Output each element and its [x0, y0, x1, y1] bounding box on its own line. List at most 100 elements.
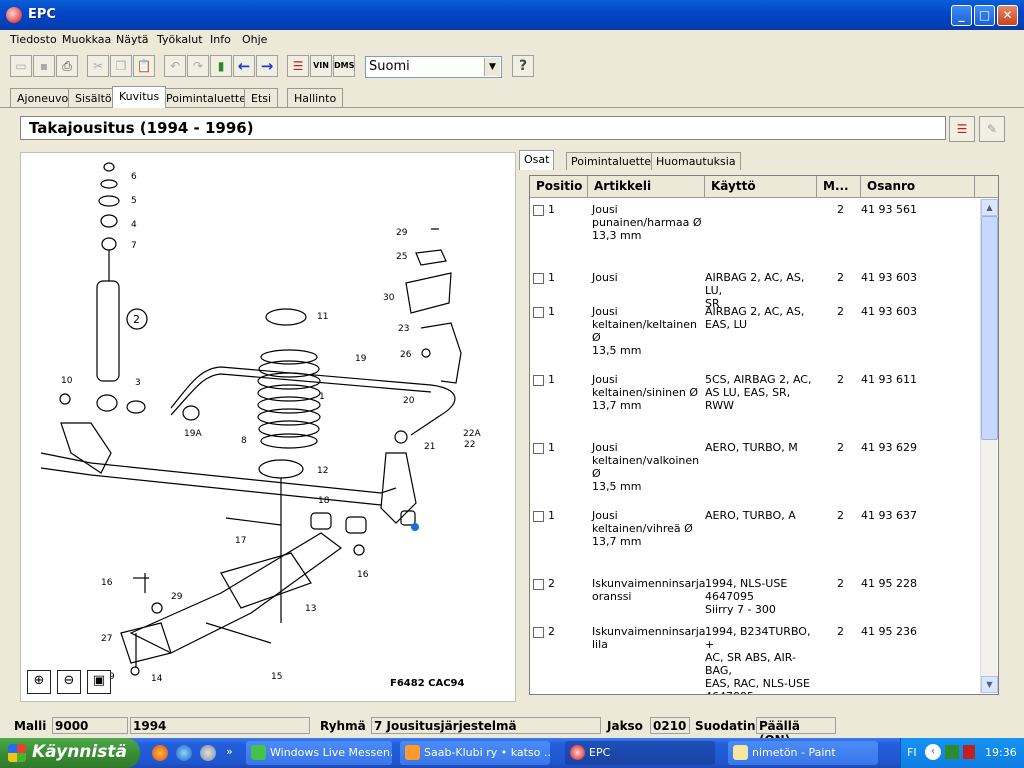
task-browser[interactable]: Saab-Klubi ry • katso ... — [400, 741, 550, 765]
start-button[interactable]: Käynnistä — [0, 738, 140, 768]
row-checkbox[interactable] — [533, 443, 544, 454]
row-checkbox[interactable] — [533, 307, 544, 318]
col-artikkeli[interactable]: Artikkeli — [588, 176, 705, 198]
level-icon[interactable]: ▮ — [210, 55, 232, 77]
firefox-icon[interactable] — [152, 745, 168, 761]
epc-app-icon — [6, 7, 22, 23]
cell-maara: 2 — [837, 441, 844, 454]
language-value: Suomi — [369, 59, 410, 74]
row-checkbox[interactable] — [533, 627, 544, 638]
help-button[interactable]: ? — [512, 55, 534, 77]
tab-sisalto[interactable]: Sisältö — [68, 88, 119, 108]
edit-note-icon[interactable]: ✎ — [979, 116, 1005, 142]
task-paint[interactable]: nimetön - Paint — [728, 741, 878, 765]
callout-5: 5 — [131, 196, 137, 206]
picklist-icon[interactable]: ☰ — [287, 55, 309, 77]
callout-30: 30 — [383, 293, 395, 303]
row-checkbox[interactable] — [533, 511, 544, 522]
callout-4: 4 — [131, 220, 137, 230]
zoom-out-icon[interactable]: ⊖ — [57, 670, 81, 694]
cell-maara: 2 — [837, 271, 844, 284]
vin-button[interactable]: VIN — [310, 55, 332, 77]
tray-language[interactable]: FI — [907, 746, 917, 759]
exploded-diagram[interactable]: 6 5 4 7 2 10 3 19A 8 1 11 29 25 30 23 26… — [20, 152, 516, 702]
scroll-down-icon[interactable]: ▼ — [981, 676, 998, 693]
redo-icon[interactable]: ↷ — [187, 55, 209, 77]
undo-icon[interactable]: ↶ — [164, 55, 186, 77]
callout-11: 11 — [317, 312, 328, 322]
suspension-drawing: 6 5 4 7 2 10 3 19A 8 1 11 29 25 30 23 26… — [40, 162, 481, 684]
add-to-picklist-icon[interactable]: ☰ — [949, 116, 975, 142]
system-tray: FI ‹ 19:36 — [900, 738, 1024, 768]
status-section: 0210 — [650, 717, 690, 734]
row-checkbox[interactable] — [533, 375, 544, 386]
task-epc[interactable]: EPC — [565, 741, 715, 765]
table-scrollbar[interactable]: ▲ ▼ — [980, 199, 998, 693]
quicklaunch-more-icon[interactable]: » — [226, 745, 233, 758]
zoom-in-icon[interactable]: ⊕ — [27, 670, 51, 694]
cell-artikkeli: Iskunvaimenninsarja lila — [592, 625, 706, 651]
tray-app-icon[interactable] — [945, 745, 959, 759]
row-checkbox[interactable] — [533, 579, 544, 590]
copy-icon[interactable]: ❐ — [110, 55, 132, 77]
forward-arrow-icon[interactable]: → — [256, 55, 278, 77]
col-kaytto[interactable]: Käyttö — [705, 176, 817, 198]
scroll-up-icon[interactable]: ▲ — [981, 199, 998, 216]
tab-huomautuksia[interactable]: Huomautuksia — [651, 152, 741, 170]
media-icon[interactable] — [200, 745, 216, 761]
tab-hallinto[interactable]: Hallinto — [287, 88, 344, 108]
menu-tiedosto[interactable]: Tiedosto — [10, 33, 57, 46]
language-select[interactable]: Suomi ▼ — [365, 56, 502, 78]
menu-nayta[interactable]: Näytä — [116, 33, 149, 46]
status-model: 9000 — [52, 717, 128, 734]
menu-tyokalut[interactable]: Työkalut — [157, 33, 203, 46]
col-maara[interactable]: M... — [817, 176, 861, 198]
cell-artikkeli: Iskunvaimenninsarja oranssi — [592, 577, 706, 603]
taskbar: Käynnistä » Windows Live Messen... Saab-… — [0, 738, 1024, 768]
callout-16-left: 29 — [171, 592, 183, 602]
save-icon[interactable]: ▪ — [33, 55, 55, 77]
chevron-down-icon[interactable]: ▼ — [484, 58, 500, 76]
menu-info[interactable]: Info — [210, 33, 231, 46]
status-group-label: Ryhmä — [320, 719, 366, 733]
tab-ajoneuvo[interactable]: Ajoneuvo — [10, 88, 76, 108]
status-year: 1994 — [130, 717, 310, 734]
open-icon[interactable]: ▭ — [10, 55, 32, 77]
col-positio[interactable]: Positio — [530, 176, 588, 198]
start-label: Käynnistä — [32, 742, 127, 762]
cell-maara: 2 — [837, 305, 844, 318]
tab-kuvitus[interactable]: Kuvitus — [112, 86, 167, 108]
menu-muokkaa[interactable]: Muokkaa — [62, 33, 112, 46]
status-group: 7 Jousitusjärjestelmä — [371, 717, 601, 734]
callout-27: 27 — [101, 634, 112, 644]
tray-alert-icon[interactable] — [963, 745, 975, 759]
cell-maara: 2 — [837, 625, 844, 638]
tab-poimintaluettelo-right[interactable]: Poimintaluettelo — [566, 152, 666, 170]
internet-explorer-icon[interactable] — [176, 745, 192, 761]
dms-button[interactable]: DMS — [333, 55, 355, 77]
col-osanro[interactable]: Osanro — [861, 176, 975, 198]
task-messenger[interactable]: Windows Live Messen... — [246, 741, 392, 765]
minimize-button[interactable]: _ — [951, 5, 972, 26]
row-checkbox[interactable] — [533, 205, 544, 216]
back-arrow-icon[interactable]: ← — [233, 55, 255, 77]
callout-21: 21 — [424, 442, 435, 452]
callout-22: 22 — [464, 440, 475, 450]
cell-maara: 2 — [837, 577, 844, 590]
tab-osat[interactable]: Osat — [519, 150, 555, 170]
cell-kaytto: 1994, B234TURBO, + AC, SR ABS, AIR-BAG, … — [705, 625, 811, 694]
callout-3: 3 — [135, 378, 141, 388]
paste-icon[interactable]: 📋 — [133, 55, 155, 77]
zoom-fit-icon[interactable]: ▣ — [87, 670, 111, 694]
scroll-thumb[interactable] — [981, 216, 998, 440]
tab-etsi[interactable]: Etsi — [244, 88, 279, 108]
row-checkbox[interactable] — [533, 273, 544, 284]
menu-ohje[interactable]: Ohje — [242, 33, 268, 46]
close-button[interactable]: ✕ — [997, 5, 1018, 26]
print-icon[interactable]: ⎙ — [56, 55, 78, 77]
callout-14: 14 — [151, 674, 163, 684]
tab-poimintaluettelo[interactable]: Poimintaluettelo — [159, 88, 263, 108]
maximize-button[interactable]: □ — [974, 5, 995, 26]
tray-expand-icon[interactable]: ‹ — [925, 744, 941, 760]
cut-icon[interactable]: ✂ — [87, 55, 109, 77]
